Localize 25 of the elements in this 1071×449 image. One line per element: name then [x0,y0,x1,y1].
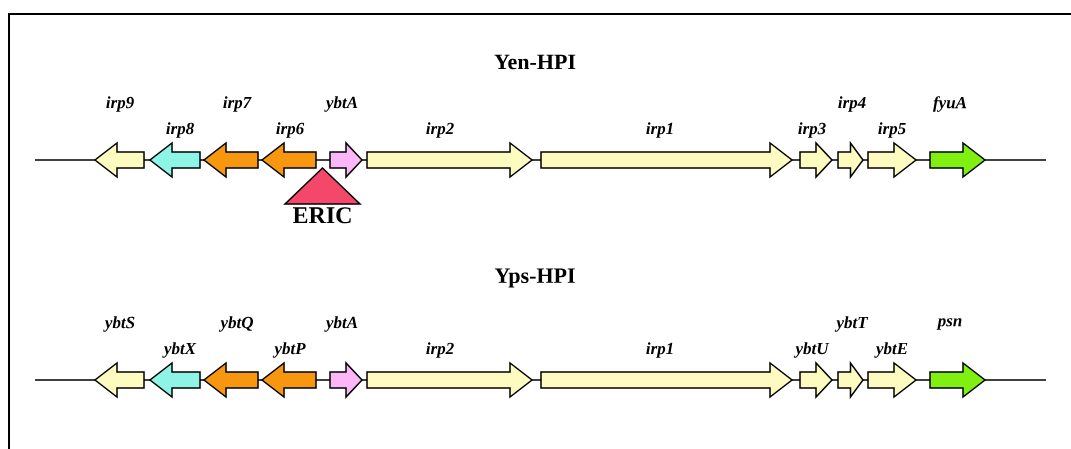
gene-label: fyuA [933,96,967,112]
gene-label: irp9 [106,96,134,112]
gene-label: ybtS [103,316,135,332]
gene-label: ybtX [162,342,197,358]
gene-label: irp8 [166,122,194,138]
gene-label: irp6 [276,122,305,138]
gene-label: ybtE [874,342,908,358]
gene-label: irp2 [426,122,454,138]
gene-label: ybtA [324,316,358,332]
gene-label: ybtU [793,342,830,358]
insertion-label: ERIC [292,207,351,224]
gene-label: irp3 [798,122,826,138]
gene-label: irp1 [646,122,673,138]
gene-label: ybtA [324,96,358,112]
gene-label: psn [936,318,962,330]
gene-label: irp4 [838,96,866,112]
section-title: Yps-HPI [494,268,575,288]
gene-label: irp7 [223,96,252,112]
gene-label: irp2 [426,342,454,358]
gene-label: ybtQ [218,316,254,332]
gene-label: irp1 [646,342,673,358]
gene-label: irp5 [878,122,906,138]
gene-label: ybtT [834,316,869,332]
gene-label: ybtP [272,342,306,358]
section-title: Yen-HPI [494,54,576,70]
